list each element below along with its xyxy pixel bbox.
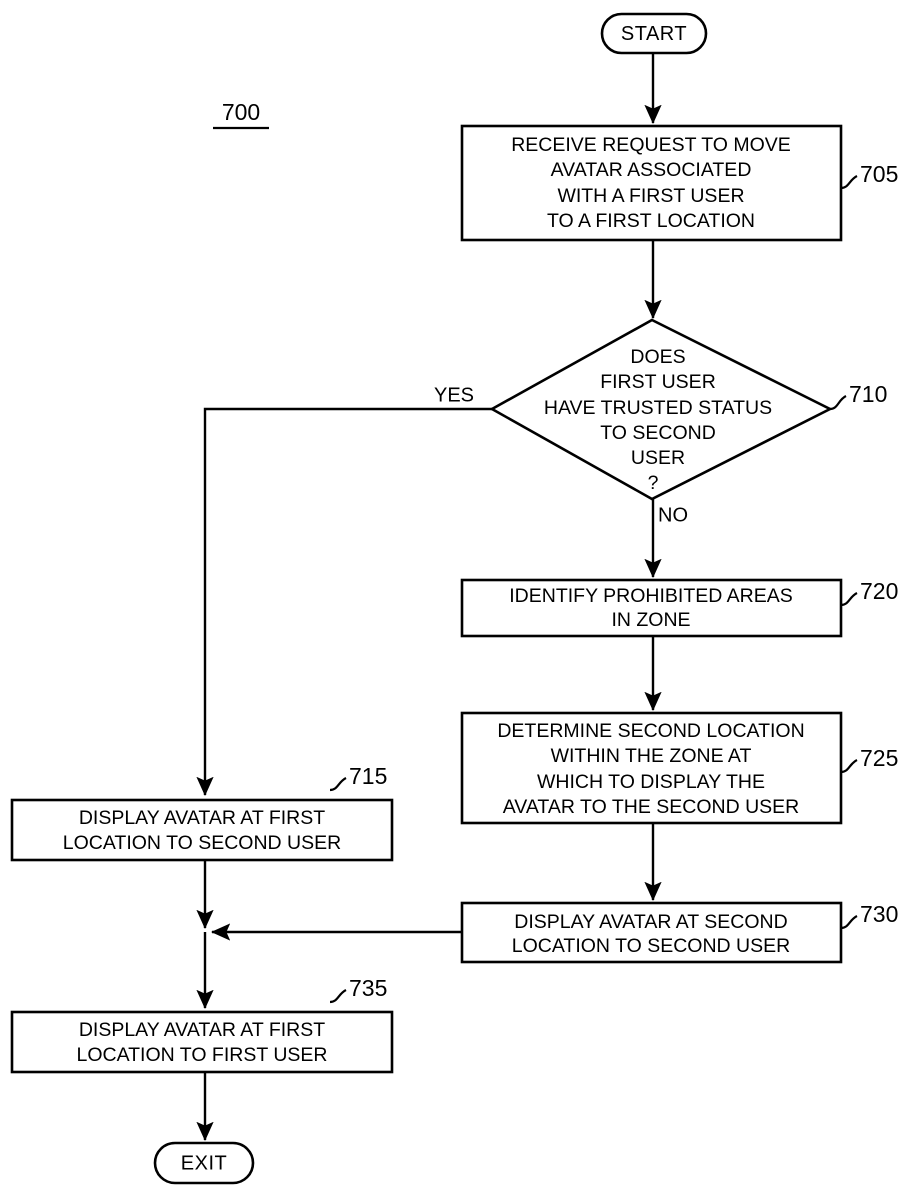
ref-730-leader: [840, 915, 858, 930]
ref-715-text: 715: [349, 763, 387, 789]
ref-callout-725: 725: [840, 745, 898, 774]
decision-710-line-5: USER: [631, 447, 685, 469]
ref-735-text: 735: [349, 975, 387, 1001]
step-725-line-2: WITHIN THE ZONE AT: [551, 745, 752, 767]
step-725-line-1: DETERMINE SECOND LOCATION: [497, 720, 804, 742]
step-730-shape: [460, 901, 843, 964]
node-step-735[interactable]: DISPLAY AVATAR AT FIRST LOCATION TO FIRS…: [10, 1010, 394, 1074]
connector-yes-to-715: [196, 407, 492, 796]
node-step-715[interactable]: DISPLAY AVATAR AT FIRST LOCATION TO SECO…: [10, 798, 394, 862]
step-705-line-2: AVATAR ASSOCIATED: [551, 159, 752, 181]
decision-710-line-4: TO SECOND: [600, 422, 716, 444]
step-735-line-1: DISPLAY AVATAR AT FIRST: [79, 1019, 325, 1041]
ref-715-leader: [329, 777, 347, 792]
step-705-line-1: RECEIVE REQUEST TO MOVE: [511, 134, 791, 156]
node-step-730[interactable]: DISPLAY AVATAR AT SECOND LOCATION TO SEC…: [460, 901, 843, 964]
step-730-line-2: LOCATION TO SECOND USER: [512, 935, 790, 957]
ref-725-leader: [840, 759, 858, 774]
node-step-720[interactable]: IDENTIFY PROHIBITED AREAS IN ZONE: [460, 578, 843, 638]
ref-callout-720: 720: [840, 578, 898, 607]
decision-710-line-6: ?: [648, 472, 659, 494]
ref-callout-715: 715: [329, 763, 387, 792]
decision-710-line-3: HAVE TRUSTED STATUS: [544, 397, 772, 419]
step-725-shape: [460, 711, 843, 825]
branch-label-no: NO: [658, 504, 688, 526]
ref-735-leader: [329, 989, 347, 1004]
ref-720-leader: [840, 592, 858, 607]
step-735-shape: [10, 1010, 394, 1074]
ref-710-text: 710: [849, 381, 887, 407]
ref-730-text: 730: [860, 901, 898, 927]
ref-720-text: 720: [860, 578, 898, 604]
ref-callout-735: 735: [329, 975, 387, 1004]
step-705-line-3: WITH A FIRST USER: [557, 185, 744, 207]
ref-725-text: 725: [860, 745, 898, 771]
node-step-725[interactable]: DETERMINE SECOND LOCATION WITHIN THE ZON…: [460, 711, 843, 825]
step-705-shape: [460, 124, 843, 242]
decision-710-line-2: FIRST USER: [600, 371, 716, 393]
step-720-line-1: IDENTIFY PROHIBITED AREAS: [509, 585, 793, 607]
step-725-line-4: AVATAR TO THE SECOND USER: [503, 796, 800, 818]
step-730-line-1: DISPLAY AVATAR AT SECOND: [514, 911, 787, 933]
ref-710-leader: [829, 395, 847, 411]
step-715-line-2: LOCATION TO SECOND USER: [63, 832, 341, 854]
ref-callout-705: 705: [840, 161, 898, 190]
start-label: START: [621, 23, 687, 45]
step-715-line-1: DISPLAY AVATAR AT FIRST: [79, 807, 325, 829]
figure-label: 700: [213, 99, 269, 130]
step-725-line-3: WHICH TO DISPLAY THE: [537, 771, 765, 793]
step-720-shape: [460, 578, 843, 638]
ref-callout-730: 730: [840, 901, 898, 930]
step-715-shape: [10, 798, 394, 862]
decision-710-line-1: DOES: [630, 346, 685, 368]
step-720-line-2: IN ZONE: [611, 609, 690, 631]
ref-705-leader: [840, 175, 858, 190]
step-735-line-2: LOCATION TO FIRST USER: [76, 1044, 327, 1066]
node-decision-710[interactable]: DOES FIRST USER HAVE TRUSTED STATUS TO S…: [489, 318, 833, 501]
step-705-line-4: TO A FIRST LOCATION: [547, 210, 755, 232]
node-start[interactable]: START: [600, 12, 708, 55]
node-step-705[interactable]: RECEIVE REQUEST TO MOVE AVATAR ASSOCIATE…: [460, 124, 843, 242]
branch-label-yes: YES: [434, 384, 474, 406]
exit-shape: [153, 1141, 255, 1185]
node-exit[interactable]: EXIT: [153, 1141, 255, 1185]
ref-callout-710: 710: [829, 381, 887, 411]
figure-label-text: 700: [222, 99, 260, 125]
exit-label: EXIT: [181, 1152, 227, 1174]
ref-705-text: 705: [860, 161, 898, 187]
